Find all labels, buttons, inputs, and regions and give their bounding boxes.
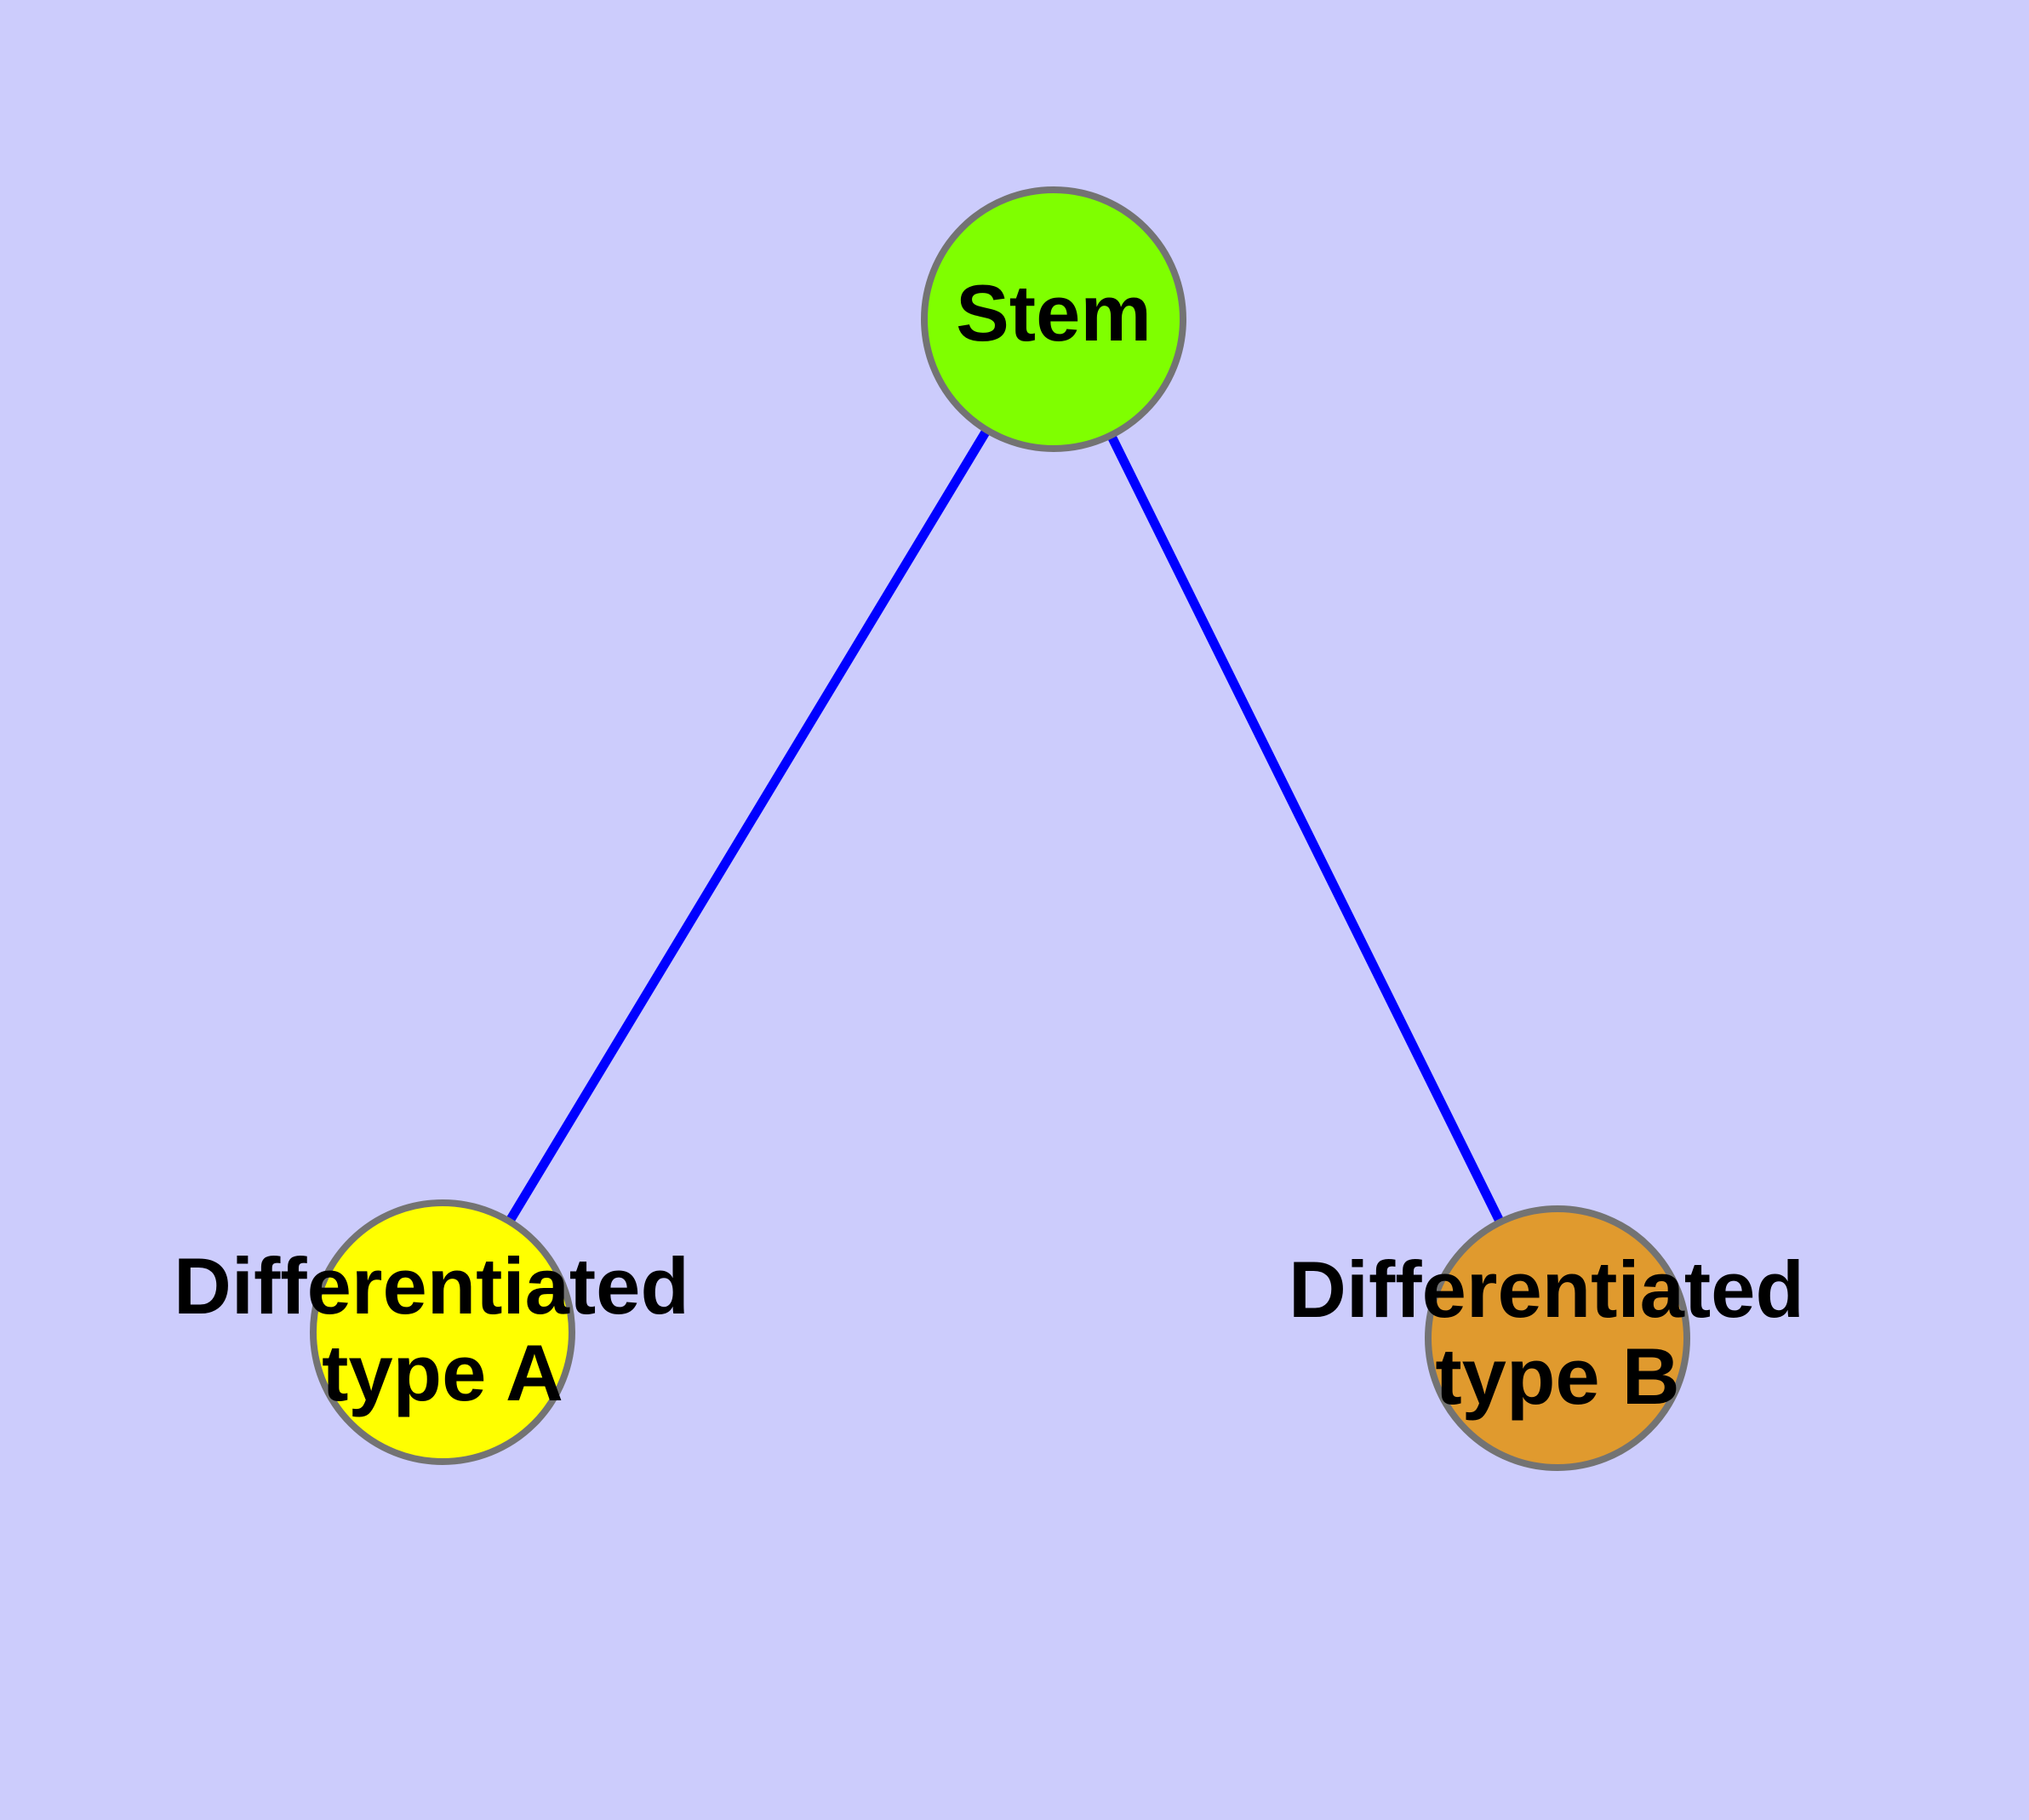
node-differentiated-type-a-circle[interactable]: [310, 1199, 575, 1465]
node-differentiated-type-a[interactable]: Differentiated type A: [174, 1199, 712, 1465]
node-stem-label: Stem: [956, 268, 1152, 358]
edge-stem-to-differentiated-type-a[interactable]: [438, 317, 1058, 1335]
node-differentiated-type-a-label-line-1: Differentiated: [174, 1241, 689, 1331]
node-stem-circle[interactable]: [921, 186, 1186, 452]
node-differentiated-type-b-label: Differentiated type B: [1289, 1245, 1826, 1421]
node-differentiated-type-b[interactable]: Differentiated type B: [1289, 1205, 1826, 1471]
node-stem-label-line-1: Stem: [956, 268, 1152, 358]
node-stem[interactable]: Stem: [921, 186, 1186, 452]
node-layer: Stem Differentiated type A Differentiate…: [174, 186, 1826, 1471]
node-differentiated-type-b-label-line-2: type B: [1435, 1331, 1679, 1421]
edge-layer: [438, 317, 1562, 1341]
edge-stem-to-differentiated-type-b[interactable]: [1049, 317, 1562, 1341]
node-differentiated-type-a-label-line-2: type A: [322, 1328, 563, 1417]
node-differentiated-type-a-label: Differentiated type A: [174, 1241, 712, 1417]
node-differentiated-type-b-circle[interactable]: [1425, 1205, 1690, 1471]
node-differentiated-type-b-label-line-1: Differentiated: [1289, 1245, 1804, 1334]
